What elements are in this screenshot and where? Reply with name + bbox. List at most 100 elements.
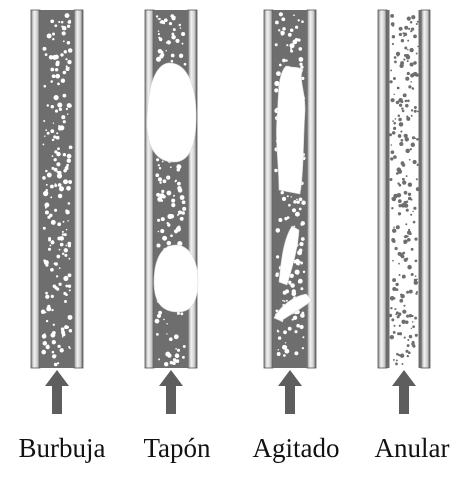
droplet xyxy=(414,279,416,281)
bubble xyxy=(50,245,52,247)
droplet xyxy=(408,85,411,88)
bubble xyxy=(284,300,286,302)
bubble xyxy=(298,281,301,284)
bubble xyxy=(174,334,179,339)
droplet xyxy=(391,238,395,242)
bubble xyxy=(285,342,286,343)
bubble xyxy=(43,120,45,122)
droplet xyxy=(392,260,394,262)
bubble xyxy=(54,363,58,367)
bubble xyxy=(156,333,159,336)
bubble xyxy=(159,18,161,20)
droplet xyxy=(411,248,414,251)
droplet xyxy=(415,260,418,263)
droplet xyxy=(395,283,398,286)
bubble xyxy=(180,217,184,221)
bubble xyxy=(45,189,48,192)
droplet xyxy=(399,184,402,187)
droplet xyxy=(397,315,400,318)
bubble xyxy=(180,27,182,29)
bubble xyxy=(179,54,183,58)
bubble xyxy=(65,13,70,18)
bubble xyxy=(157,219,160,222)
droplet xyxy=(416,178,418,180)
droplet xyxy=(415,275,417,277)
droplet xyxy=(398,212,401,215)
droplet xyxy=(396,288,399,291)
droplet xyxy=(391,318,394,321)
bubble xyxy=(46,306,51,311)
droplet xyxy=(408,183,412,187)
droplet xyxy=(406,291,409,294)
bubble xyxy=(160,229,164,233)
bubble xyxy=(42,334,47,339)
bubble xyxy=(287,195,289,197)
bubble xyxy=(52,155,54,157)
droplet xyxy=(407,99,410,102)
bubble xyxy=(282,27,286,31)
bubble xyxy=(283,330,287,334)
bubble xyxy=(286,44,288,46)
bubble xyxy=(45,295,49,299)
bubble xyxy=(58,183,62,187)
bubble xyxy=(48,248,51,251)
bubble xyxy=(300,313,305,318)
pipe-burbuja xyxy=(31,10,83,368)
droplet xyxy=(392,35,395,38)
droplet xyxy=(403,32,407,36)
droplet xyxy=(399,299,403,303)
bubble xyxy=(68,346,70,348)
bubble xyxy=(67,113,69,115)
pipe-wall-right xyxy=(421,10,430,368)
bubble xyxy=(58,194,62,198)
bubble xyxy=(178,210,182,214)
bubble xyxy=(51,105,54,108)
bubble xyxy=(175,181,176,182)
droplet xyxy=(394,247,397,250)
droplet xyxy=(413,207,416,210)
droplet xyxy=(390,80,393,83)
bubble xyxy=(288,33,292,37)
bubble xyxy=(166,333,167,334)
droplet xyxy=(413,72,417,76)
droplet xyxy=(410,148,412,150)
droplet xyxy=(416,23,418,25)
bubble xyxy=(171,60,174,63)
bubble xyxy=(57,147,60,150)
bubble xyxy=(59,108,62,111)
bubble xyxy=(41,350,46,355)
droplet xyxy=(396,101,400,105)
droplet xyxy=(416,187,420,191)
bubble xyxy=(68,180,72,184)
bubble xyxy=(290,196,291,197)
droplet xyxy=(400,294,402,296)
bubble xyxy=(63,94,67,98)
bubble xyxy=(167,241,172,246)
droplet xyxy=(406,209,409,212)
droplet xyxy=(414,110,417,113)
bubble xyxy=(282,300,284,302)
bubble xyxy=(293,200,297,204)
bubble xyxy=(175,39,179,43)
bubble xyxy=(59,249,61,251)
bubble xyxy=(44,136,45,137)
bubble xyxy=(156,15,158,17)
bubble xyxy=(65,276,67,278)
droplet xyxy=(394,308,396,310)
bubble xyxy=(43,341,48,346)
droplet xyxy=(398,199,402,203)
bubble xyxy=(50,19,54,23)
droplet xyxy=(407,40,409,42)
bubble xyxy=(67,154,72,159)
droplet xyxy=(398,354,400,356)
bubble xyxy=(300,287,303,290)
droplet xyxy=(402,310,406,314)
bubble xyxy=(47,104,49,106)
droplet xyxy=(406,200,408,202)
droplet xyxy=(407,339,409,341)
bubble xyxy=(54,209,57,212)
bubble xyxy=(64,233,67,236)
droplet xyxy=(390,296,395,301)
bubble xyxy=(54,24,57,27)
bubble xyxy=(170,166,172,168)
